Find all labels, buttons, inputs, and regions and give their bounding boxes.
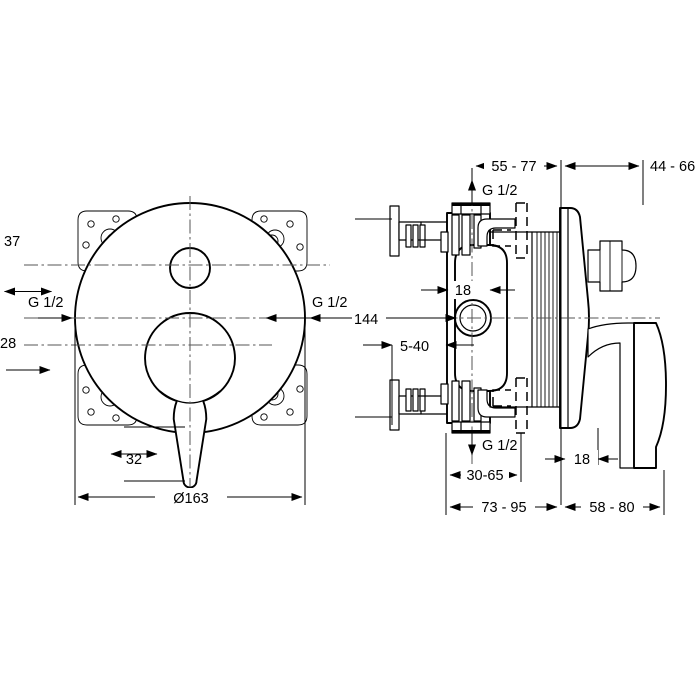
dim-5-40: 5-40 [363, 336, 474, 425]
outlet-elbow-upper [477, 218, 516, 247]
dim-18-body: 18 [421, 281, 515, 299]
back-flange-upper [389, 205, 426, 257]
back-flange-lower [389, 379, 426, 431]
dim-144-label: 144 [354, 312, 378, 328]
dim-30-65-label: 30-65 [466, 468, 503, 484]
dim-44-66: 44 - 66 [564, 159, 695, 205]
hidden-install-box-lower [515, 377, 528, 434]
dim-28: 28 [0, 336, 51, 374]
side-inlet-top-annotation: G 1/2 [468, 179, 517, 205]
dim-37: 37 [4, 234, 52, 296]
operating-lever[interactable] [587, 322, 667, 469]
dim-144: 144 [265, 218, 457, 418]
inlet-boss-bottom [451, 421, 491, 434]
front-view-group: 37 28 G 1/2 G 1/2 32 [0, 196, 347, 507]
dim-58-80-label: 58 - 80 [589, 500, 634, 516]
dim-73-95: 73 - 95 [445, 482, 558, 516]
dim-73-95-label: 73 - 95 [481, 500, 526, 516]
dim-18-plate: 18 [545, 428, 618, 468]
dim-55-77-label: 55 - 77 [491, 159, 536, 175]
dim-18-body-label: 18 [455, 283, 471, 299]
hidden-install-box-upper [515, 202, 528, 259]
dim-30-65: 30-65 [445, 433, 522, 484]
dim-58-80: 58 - 80 [564, 470, 665, 516]
side-inlet-top-label: G 1/2 [482, 183, 517, 199]
dim-diameter: Ø163 [74, 326, 306, 507]
dim-44-66-label: 44 - 66 [650, 159, 695, 175]
dim-18-plate-label: 18 [574, 452, 590, 468]
dim-37-label: 37 [4, 234, 20, 250]
knurled-sleeve [489, 231, 561, 408]
side-inlet-bottom-label: G 1/2 [482, 438, 517, 454]
dim-32-label: 32 [126, 452, 142, 468]
inlet-right-annotation: G 1/2 [309, 295, 347, 322]
side-inlet-bottom-annotation: G 1/2 [468, 430, 517, 456]
dim-diameter-label: Ø163 [173, 491, 208, 507]
inlet-left-label: G 1/2 [28, 295, 63, 311]
outlet-elbow-lower [477, 389, 516, 418]
dim-5-40-label: 5-40 [400, 339, 429, 355]
diverter-knob[interactable] [587, 240, 637, 292]
dim-28-label: 28 [0, 336, 16, 352]
dim-32: 32 [110, 426, 185, 482]
inlet-left-annotation: G 1/2 [28, 295, 73, 322]
side-section-view-group: 55 - 77 44 - 66 144 18 [265, 157, 695, 516]
inlet-right-label: G 1/2 [312, 295, 347, 311]
inlet-boss-top [451, 202, 491, 215]
